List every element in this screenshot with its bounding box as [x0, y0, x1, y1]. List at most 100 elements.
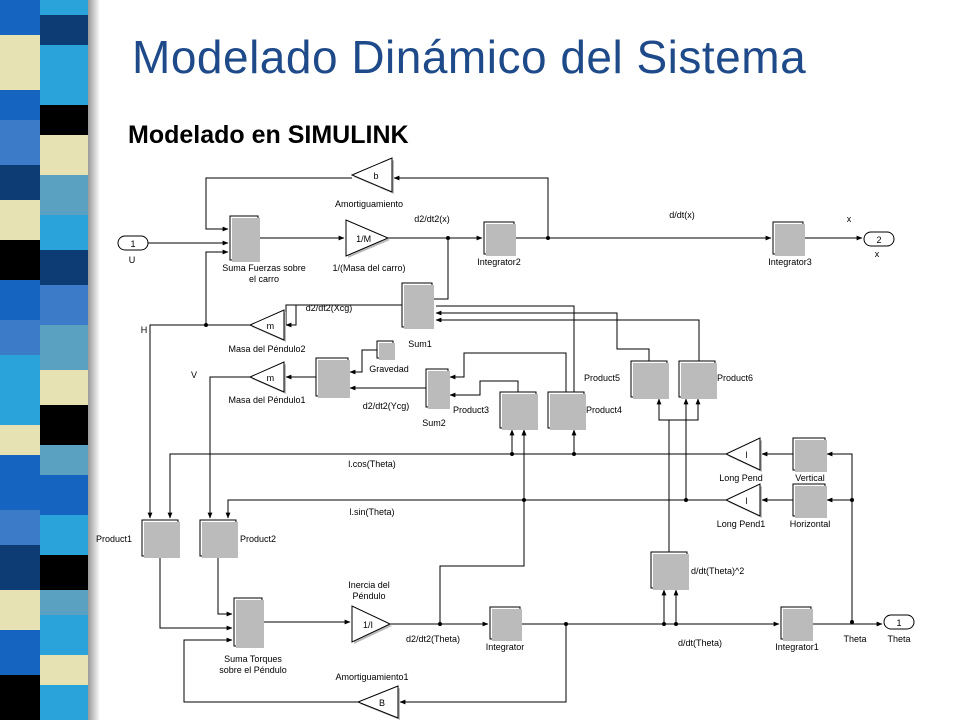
signal-line: [399, 624, 567, 705]
prod4-label: Product4: [586, 405, 622, 415]
out-theta-number: 1: [896, 618, 901, 628]
block-shadow: [404, 285, 434, 329]
out-x-label: x: [875, 249, 880, 259]
signal-line: [147, 324, 206, 519]
signal-line: [656, 398, 670, 552]
block-shadow: [681, 363, 717, 399]
sum2-label: Sum2: [422, 418, 446, 428]
block-shadow: [775, 224, 805, 256]
gain-l2-label: Long Pend1: [717, 519, 766, 529]
signal-line: [449, 380, 519, 398]
signal-line: [205, 249, 250, 326]
sum-fuerzas-label: el carro: [249, 274, 279, 284]
signal-line: [435, 310, 650, 361]
signal-line: [159, 556, 233, 631]
block-shadow: [379, 343, 395, 360]
prod3-label: Product3: [453, 405, 489, 415]
gain-m1-label: Masa del Péndulo2: [228, 344, 305, 354]
in-u-inport[interactable]: 1U: [117, 235, 149, 265]
prod2-label: Product2: [240, 534, 276, 544]
trig-cos-label: Vertical: [795, 473, 825, 483]
int3-label: Integrator3: [768, 257, 812, 267]
gain-l1-label: Long Pend: [719, 473, 763, 483]
signal-line: [285, 304, 402, 328]
block-shadow: [428, 371, 450, 409]
signal-label-x: x: [847, 214, 852, 224]
signal-line: [669, 398, 701, 421]
signal-label-lsin: l.sin(Theta): [349, 507, 394, 517]
signal-line: [183, 637, 358, 703]
block-shadow: [492, 609, 522, 641]
gain-masa-carro-block[interactable]: 1/M1/(Masa del carro): [332, 219, 406, 273]
gain-b-label: Amortiguamiento: [335, 199, 403, 209]
trig-sin-label: Horizontal: [790, 519, 831, 529]
gain-inercia-label: Péndulo: [352, 591, 385, 601]
signal-line: [393, 175, 549, 238]
signal-line: [436, 305, 575, 312]
signal-line: [826, 451, 853, 622]
block-shadow: [633, 363, 669, 399]
out-x-number: 2: [876, 235, 881, 245]
out-theta-label: Theta: [887, 634, 910, 644]
prod6-label: Product6: [717, 373, 753, 383]
block-shadow: [232, 218, 260, 262]
const-g-label: Gravedad: [369, 364, 409, 374]
branch-point: [850, 620, 854, 624]
int-label: Integrator: [486, 642, 525, 652]
int2-label: Integrator2: [477, 257, 521, 267]
int1-label: Integrator1: [775, 642, 819, 652]
prod-sq-label: d/dt(Theta)^2: [691, 566, 744, 576]
sum-torques-label: sobre el Péndulo: [219, 665, 287, 675]
gain-B-block[interactable]: B Amortiguamiento1: [335, 672, 409, 720]
signal-line: [349, 349, 377, 375]
gain-b-value: b: [373, 171, 378, 181]
signal-line: [207, 376, 250, 519]
block-shadow: [795, 486, 827, 518]
sum-torques-label: Suma Torques: [224, 654, 282, 664]
signal-line: [217, 556, 233, 617]
signal-line: [205, 177, 352, 232]
signal-line: [167, 453, 726, 519]
signal-label-h: H: [141, 325, 148, 335]
signal-label-v: V: [191, 370, 197, 380]
gain-m1-value: m: [267, 321, 275, 331]
block-shadow: [202, 522, 238, 558]
prod5-label: Product5: [584, 373, 620, 383]
gain-masa-carro-value: 1/M: [356, 234, 371, 244]
gain-m2-value: m: [267, 373, 275, 383]
signal-label-d2xcg: d2/dt2(Xcg): [306, 303, 353, 313]
signal-label-theta: Theta: [843, 634, 866, 644]
gain-inercia-label: Inercia del: [348, 580, 390, 590]
block-shadow: [653, 554, 689, 590]
gain-l2-value: l: [745, 496, 747, 506]
signal-line: [439, 429, 527, 624]
sum1-label: Sum1: [408, 339, 432, 349]
signal-label-dx: d/dt(x): [669, 210, 695, 220]
block-shadow: [486, 224, 516, 256]
decorative-color-strip: [0, 0, 100, 720]
signal-label-d2theta: d2/dt2(Theta): [406, 634, 460, 644]
signal-line: [434, 238, 449, 300]
gain-m2-label: Masa del Péndulo1: [228, 395, 305, 405]
out-x-outport[interactable]: 2x: [863, 231, 895, 259]
block-shadow: [144, 522, 180, 558]
block-shadow: [318, 360, 350, 398]
slide-title: Modelado Dinámico del Sistema: [132, 31, 807, 83]
gain-B-label: Amortiguamiento1: [335, 672, 408, 682]
gain-B-value: B: [379, 698, 385, 708]
in-u-number: 1: [130, 239, 135, 249]
block-shadow: [236, 600, 264, 648]
block-shadow: [783, 609, 813, 641]
block-shadow: [550, 394, 586, 430]
branch-point: [850, 498, 854, 502]
gain-l1-value: l: [745, 450, 747, 460]
slide-subtitle: Modelado en SIMULINK: [128, 121, 409, 149]
